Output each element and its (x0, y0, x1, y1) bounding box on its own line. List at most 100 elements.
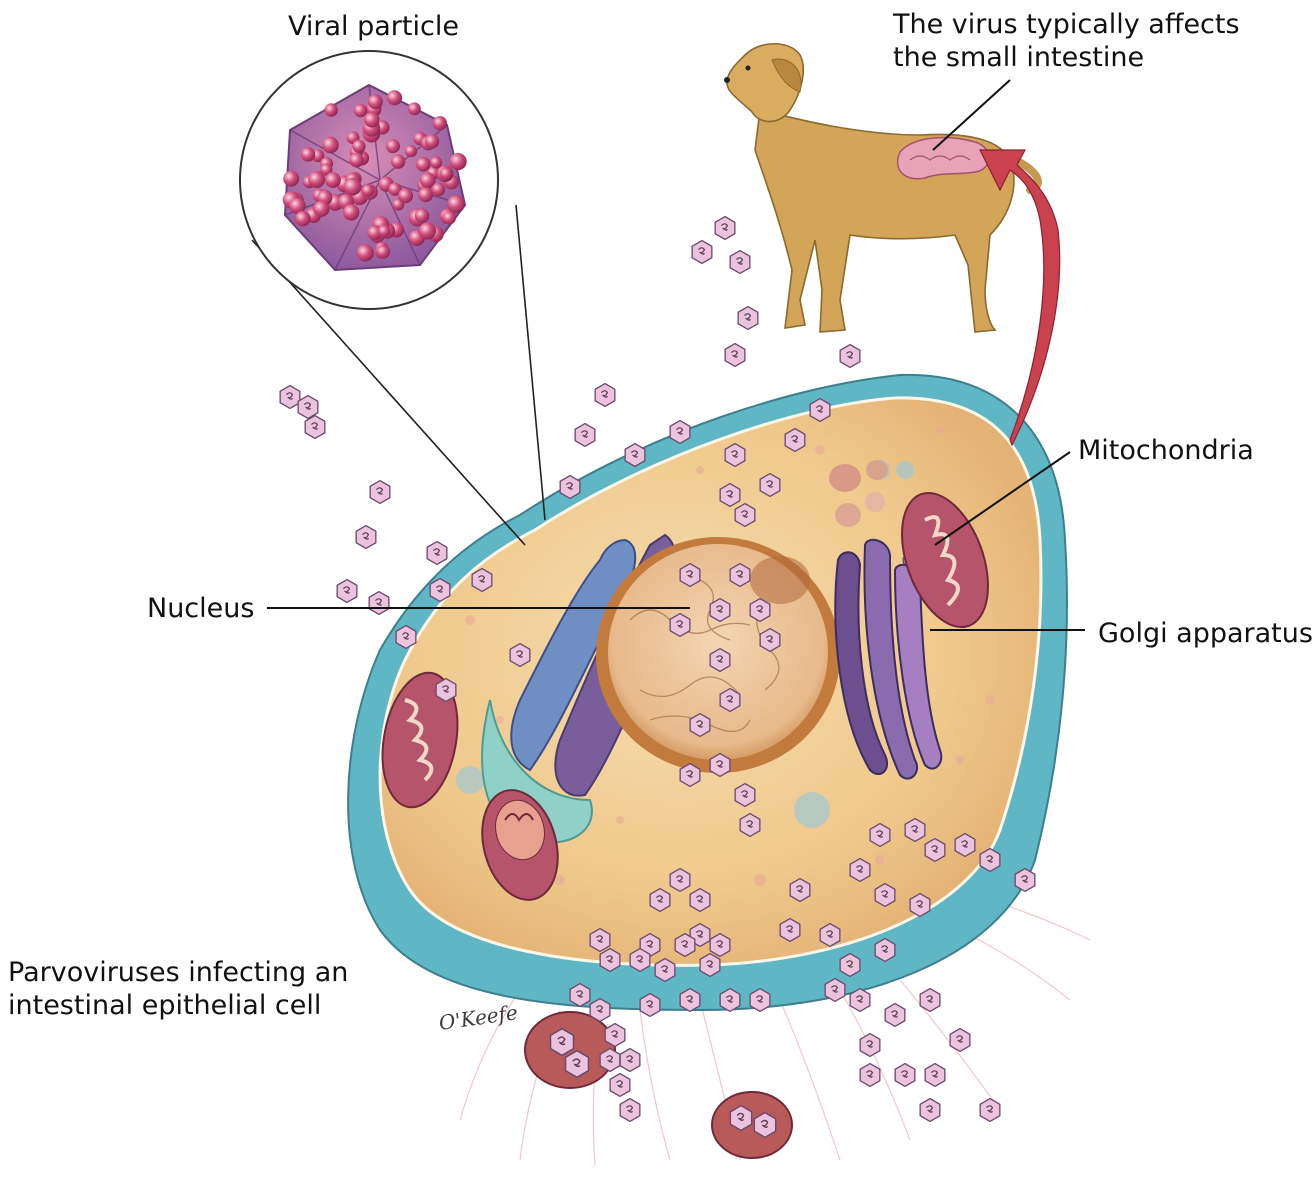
capsid-bead (391, 154, 405, 168)
virus-hexagon-icon (630, 949, 650, 972)
virus-hexagon-icon (710, 754, 730, 777)
capsid-bead (405, 145, 417, 157)
virus-hexagon-icon (370, 481, 390, 504)
label-viral-particle: Viral particle (288, 10, 459, 43)
virus-hexagon-icon (690, 714, 710, 737)
virus-hexagon-icon (560, 476, 580, 499)
capsid-bead (283, 171, 299, 187)
label-mitochondria: Mitochondria (1078, 434, 1254, 467)
virus-hexagon-icon (785, 429, 805, 452)
capsid-bead (378, 225, 390, 237)
virus-hexagon-icon (955, 834, 975, 857)
virus-hexagon-icon (730, 251, 750, 274)
virus-hexagon-icon (710, 649, 730, 672)
virus-hexagon-icon (700, 954, 720, 977)
virus-hexagon-icon (436, 679, 456, 702)
virus-hexagon-icon (720, 689, 740, 712)
capsid-bead (322, 137, 339, 154)
virus-hexagon-icon (980, 849, 1000, 872)
virus-hexagon-icon (790, 879, 810, 902)
dog-illustration (724, 44, 1038, 332)
virus-hexagon-icon (595, 384, 615, 407)
capsid-bead (416, 157, 431, 172)
virus-hexagon-icon (720, 484, 740, 507)
virus-affects-line2: the small intestine (893, 41, 1240, 74)
virus-hexagon-icon (740, 814, 760, 837)
capsid-bead (398, 188, 413, 203)
virus-hexagon-icon (675, 934, 695, 957)
virus-hexagon-icon (710, 934, 730, 957)
capsid-bead (352, 140, 365, 153)
virus-hexagon-icon (750, 599, 770, 622)
capsid-bead (430, 156, 442, 168)
capsid-bead (432, 183, 446, 197)
virus-hexagon-icon (735, 784, 755, 807)
virus-hexagon-icon (620, 1049, 640, 1072)
caption-line2: intestinal epithelial cell (8, 989, 348, 1022)
virus-hexagon-icon (427, 542, 447, 565)
virus-hexagon-icon (430, 579, 450, 602)
virus-hexagon-icon (655, 959, 675, 982)
virus-hexagon-icon (605, 1024, 625, 1047)
capsid-bead (368, 94, 383, 109)
virus-hexagon-icon (670, 869, 690, 892)
virus-hexagon-icon (710, 599, 730, 622)
capsid-bead (440, 167, 453, 180)
virus-hexagon-icon (825, 979, 845, 1002)
virus-hexagon-icon (570, 984, 590, 1007)
virus-hexagon-icon (472, 569, 492, 592)
capsid-bead (354, 104, 368, 118)
virus-hexagon-icon (670, 421, 690, 444)
virus-hexagon-icon (369, 592, 389, 615)
capsid-bead (295, 211, 310, 226)
virus-hexagon-icon (640, 994, 660, 1017)
capsid-bead (344, 178, 362, 196)
virus-hexagon-icon (840, 954, 860, 977)
label-virus-affects: The virus typically affects the small in… (893, 8, 1240, 74)
virus-hexagon-icon (725, 344, 745, 367)
capsid-bead (313, 201, 329, 217)
virus-hexagon-icon (810, 399, 830, 422)
virus-hexagon-icon (280, 386, 300, 409)
capsid-bead (325, 172, 341, 188)
capsid-bead (349, 153, 363, 167)
capsid-bead (419, 222, 436, 239)
virus-hexagon-icon (337, 580, 357, 603)
virus-hexagon-icon (590, 999, 610, 1022)
virus-hexagon-icon (870, 824, 890, 847)
virus-hexagon-icon (925, 1064, 945, 1087)
virus-hexagon-icon (650, 889, 670, 912)
virus-hexagon-icon (920, 1099, 940, 1122)
virus-hexagon-icon (680, 989, 700, 1012)
virus-affects-line1: The virus typically affects (893, 8, 1240, 41)
virus-hexagon-icon (905, 819, 925, 842)
nucleus-text: Nucleus (147, 592, 254, 625)
virus-hexagon-icon (625, 444, 645, 467)
golgi-text: Golgi apparatus (1098, 617, 1313, 650)
virus-hexagon-icon (692, 241, 712, 264)
virus-hexagon-icon (510, 644, 530, 667)
virus-hexagon-icon (610, 1074, 630, 1097)
artist-signature: O'Keefe (437, 1000, 519, 1035)
virus-hexagon-icon (1015, 869, 1035, 892)
virus-hexagon-icon (720, 989, 740, 1012)
virus-hexagon-icon (980, 1099, 1000, 1122)
viral-particle-inset (240, 51, 498, 309)
virus-hexagon-icon (575, 424, 595, 447)
virus-hexagon-icon (730, 564, 750, 587)
capsid-bead (387, 90, 402, 105)
capsid-bead (443, 211, 456, 224)
virus-hexagon-icon (356, 526, 376, 549)
virus-hexagon-icon (298, 396, 318, 419)
label-nucleus: Nucleus (147, 592, 254, 625)
virus-hexagon-icon (760, 474, 780, 497)
capsid-bead (418, 187, 433, 202)
virus-hexagon-icon (840, 345, 860, 368)
virus-hexagon-icon (725, 444, 745, 467)
virus-hexagon-icon (670, 614, 690, 637)
virus-hexagon-icon (305, 416, 325, 439)
virus-hexagon-icon (715, 217, 735, 240)
figure-caption: Parvoviruses infecting an intestinal epi… (8, 956, 348, 1022)
virus-hexagon-icon (735, 504, 755, 527)
virus-hexagon-icon (860, 1034, 880, 1057)
